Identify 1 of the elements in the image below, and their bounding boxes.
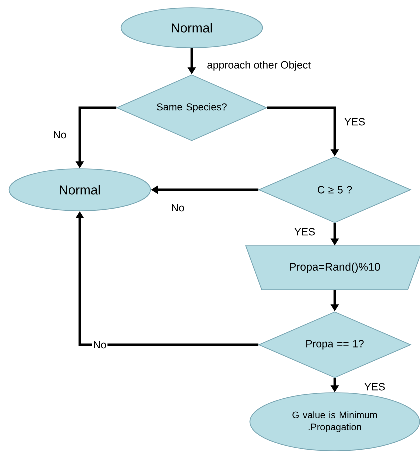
edge-label: approach other Object (206, 60, 312, 72)
